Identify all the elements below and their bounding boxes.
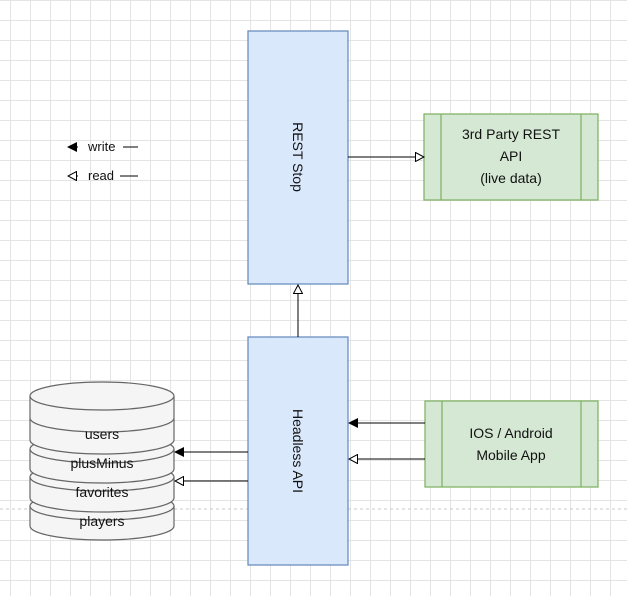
headless-api-node[interactable]: Headless API	[247, 336, 349, 566]
third-party-api-line-1: 3rd Party REST	[462, 126, 560, 142]
db-table-users: users	[85, 426, 119, 442]
rest-stop-box	[247, 30, 349, 285]
legend-read-label: read	[88, 168, 114, 183]
db-table-favorites: favorites	[76, 484, 129, 500]
legend-write-label: write	[87, 139, 115, 154]
mobile-app-box	[424, 400, 599, 488]
headless-api-box	[247, 336, 349, 566]
legend: write read	[67, 139, 138, 183]
mobile-app-line-1: IOS / Android	[469, 425, 552, 441]
database-node[interactable]: users plusMinus favorites players	[29, 381, 175, 541]
third-party-api-box	[423, 113, 599, 201]
rest-stop-node[interactable]: REST Stop	[247, 30, 349, 285]
third-party-api-line-2: API	[500, 148, 523, 164]
mobile-app-line-2: Mobile App	[476, 447, 545, 463]
headless-api-label: Headless API	[290, 409, 306, 493]
db-cap-top	[29, 381, 175, 411]
third-party-api-node[interactable]: 3rd Party REST API (live data)	[423, 113, 599, 201]
db-table-plusminus: plusMinus	[70, 455, 133, 471]
edges	[174, 157, 425, 481]
rest-stop-label: REST Stop	[290, 122, 306, 192]
third-party-api-line-3: (live data)	[480, 170, 541, 186]
db-table-players: players	[79, 513, 124, 529]
mobile-app-node[interactable]: IOS / Android Mobile App	[424, 400, 599, 488]
